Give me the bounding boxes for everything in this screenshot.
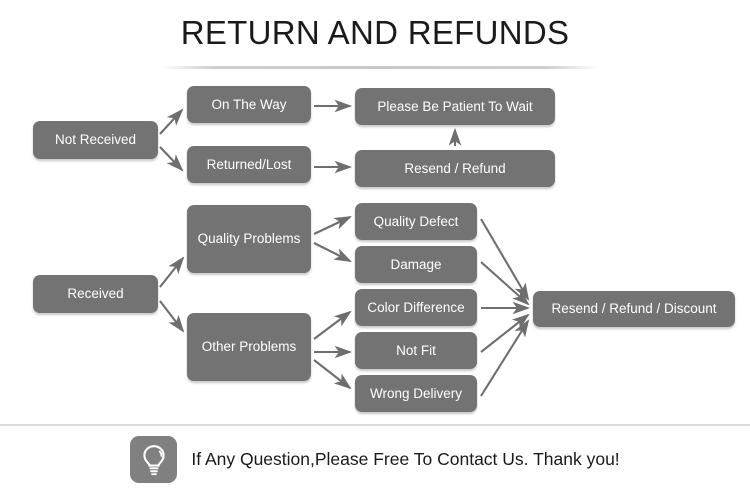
title-divider (160, 66, 600, 69)
node-resend-refund-label: Resend / Refund (404, 160, 506, 176)
node-not-fit[interactable]: Not Fit (355, 332, 477, 369)
node-wrong-delivery[interactable]: Wrong Delivery (355, 375, 477, 412)
node-color-difference[interactable]: Color Difference (355, 289, 477, 326)
lightbulb-icon (130, 436, 178, 483)
node-please-be-patient-to-wait[interactable]: Please Be Patient To Wait (355, 88, 555, 125)
edge-not-received-on-the-way (159, 108, 184, 135)
footer: If Any Question,Please Free To Contact U… (0, 436, 750, 483)
footer-text: If Any Question,Please Free To Contact U… (191, 449, 620, 469)
edge-damage-resend-refund-discount (480, 261, 530, 306)
node-returned-lost[interactable]: Returned/Lost (187, 146, 311, 183)
node-damage-label: Damage (390, 256, 442, 272)
edge-received-quality-problems (159, 256, 185, 288)
node-damage[interactable]: Damage (355, 246, 477, 283)
page-title: RETURN AND REFUNDS (180, 14, 570, 51)
edge-quality-problems-quality-defect (313, 216, 352, 235)
node-quality-defect[interactable]: Quality Defect (355, 203, 477, 240)
node-resend-refund-discount-label: Resend / Refund / Discount (551, 301, 717, 317)
edge-quality-defect-resend-refund-discount (480, 218, 530, 301)
node-quality-problems-label: Quality Problems (197, 231, 301, 247)
edge-other-problems-color-difference (313, 310, 352, 340)
node-returned-lost-label: Returned/Lost (206, 156, 292, 172)
node-received[interactable]: Received (33, 275, 158, 313)
node-other-problems-label: Other Problems (201, 339, 297, 355)
node-color-difference-label: Color Difference (367, 299, 465, 315)
node-not-received[interactable]: Not Received (33, 121, 158, 159)
node-resend-refund[interactable]: Resend / Refund (355, 150, 555, 187)
node-quality-problems[interactable]: Quality Problems (187, 205, 311, 273)
node-received-label: Received (67, 286, 124, 302)
edge-wrong-delivery-resend-refund-discount (480, 319, 530, 397)
node-on-the-way-label: On The Way (211, 96, 287, 112)
edge-not-fit-resend-refund-discount (480, 313, 530, 353)
node-quality-defect-label: Quality Defect (373, 213, 459, 229)
footer-divider (0, 424, 750, 426)
node-not-received-label: Not Received (54, 132, 137, 148)
node-please-be-patient-to-wait-label: Please Be Patient To Wait (377, 98, 533, 114)
edge-received-other-problems (159, 300, 185, 333)
node-other-problems[interactable]: Other Problems (187, 313, 311, 381)
edge-other-problems-wrong-delivery (313, 359, 352, 390)
node-on-the-way[interactable]: On The Way (187, 86, 311, 123)
edge-quality-problems-damage (313, 242, 352, 262)
node-resend-refund-discount[interactable]: Resend / Refund / Discount (533, 291, 735, 327)
node-wrong-delivery-label: Wrong Delivery (369, 385, 463, 401)
edge-not-received-returned-lost (159, 146, 184, 172)
node-not-fit-label: Not Fit (396, 342, 436, 358)
